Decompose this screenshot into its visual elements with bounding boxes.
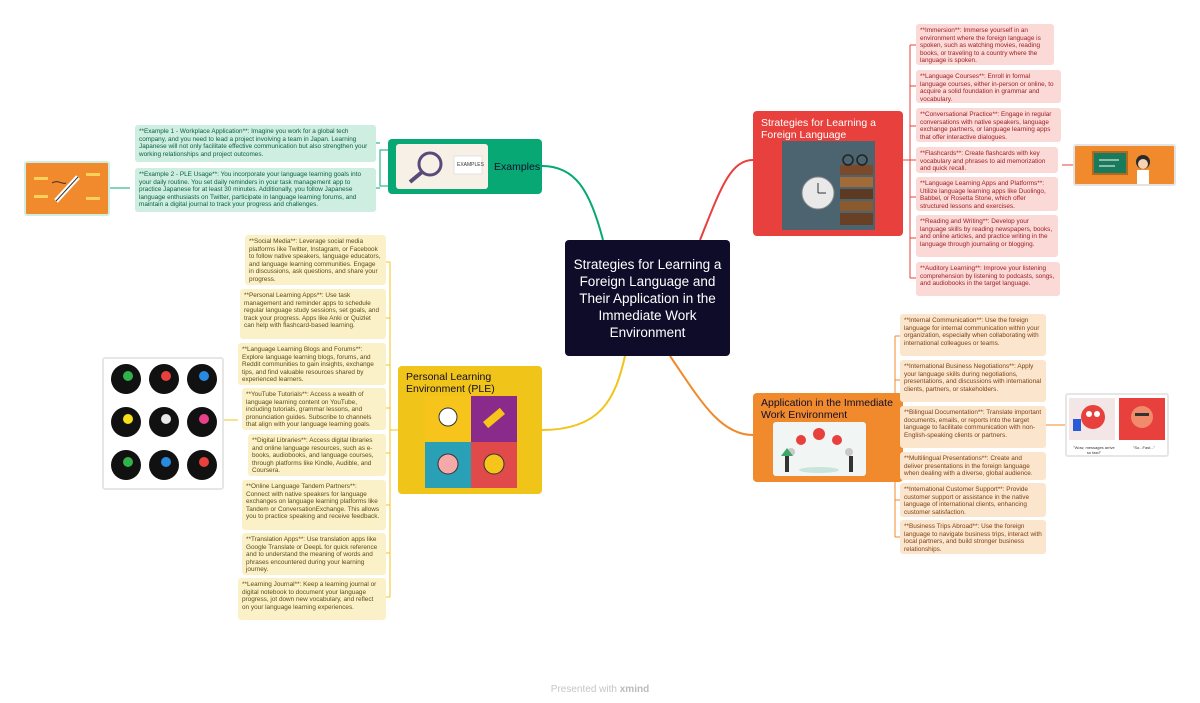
classroom-image	[1073, 144, 1176, 186]
cartoon-caption-left: "Wow, messages arrive so fast!"	[1073, 445, 1115, 455]
ple-leaf-1-text: **Social Media**: Leverage social media …	[249, 238, 381, 283]
application-leaf-6[interactable]: **Business Trips Abroad**: Use the forei…	[900, 520, 1046, 554]
strategies-leaf-4[interactable]: **Flashcards**: Create flashcards with k…	[916, 147, 1058, 173]
central-topic-title: Strategies for Learning a Foreign Langua…	[573, 256, 722, 340]
strategies-leaf-1[interactable]: **Immersion**: Immerse yourself in an en…	[916, 24, 1054, 65]
ple-leaf-1[interactable]: **Social Media**: Leverage social media …	[245, 235, 386, 285]
strategies-leaf-3[interactable]: **Conversational Practice**: Engage in r…	[916, 108, 1061, 142]
strategies-leaf-2[interactable]: **Language Courses**: Enroll in formal l…	[916, 70, 1061, 103]
ple-leaf-4-text: **YouTube Tutorials**: Access a wealth o…	[246, 391, 372, 429]
ple-leaf-4[interactable]: **YouTube Tutorials**: Access a wealth o…	[242, 388, 386, 430]
application-title: Application in the Immediate Work Enviro…	[761, 397, 893, 421]
footer: Presented with xmind	[0, 684, 1200, 695]
business-network-icon	[781, 428, 853, 473]
application-leaf-1[interactable]: **Internal Communication**: Use the fore…	[900, 314, 1046, 356]
central-topic[interactable]: Strategies for Learning a Foreign Langua…	[565, 240, 730, 356]
application-leaf-4[interactable]: **Multilingual Presentations**: Create a…	[900, 452, 1046, 480]
ple-leaf-2-text: **Personal Learning Apps**: Use task man…	[244, 292, 379, 330]
application-leaf-1-text: **Internal Communication**: Use the fore…	[904, 317, 1040, 347]
strategies-topic[interactable]: Strategies for Learning a Foreign Langua…	[753, 111, 903, 236]
ple-leaf-5[interactable]: **Digital Libraries**: Access digital li…	[248, 434, 386, 476]
ple-leaf-7[interactable]: **Translation Apps**: Use translation ap…	[242, 533, 386, 575]
magnifier-image: EXAMPLES	[396, 144, 488, 189]
brain-heads-icon	[111, 364, 217, 480]
ple-leaf-3-text: **Language Learning Blogs and Forums**: …	[242, 346, 374, 384]
xmind-logo[interactable]: xmind	[619, 684, 650, 695]
ple-leaf-5-text: **Digital Libraries**: Access digital li…	[252, 437, 374, 475]
connector-strategies	[699, 159, 754, 241]
connector-ple	[541, 355, 626, 431]
strategies-leaf-2-text: **Language Courses**: Enroll in formal l…	[920, 73, 1054, 103]
cartoon-characters-icon	[1069, 398, 1165, 440]
strategies-leaf-7-text: **Auditory Learning**: Improve your list…	[920, 265, 1055, 288]
strategies-leaf-6-text: **Reading and Writing**: Develop your la…	[920, 218, 1053, 248]
examples-leaf-2[interactable]: **Example 2 - PLE Usage**: You incorpora…	[135, 168, 376, 212]
books-clock-image	[782, 141, 875, 230]
examples-title: Examples	[494, 161, 541, 173]
strategies-title: Strategies for Learning a Foreign Langua…	[761, 117, 876, 141]
ple-leaf-8[interactable]: **Learning Journal**: Keep a learning jo…	[238, 578, 386, 620]
strategies-leaf-1-text: **Immersion**: Immerse yourself in an en…	[920, 27, 1041, 65]
application-topic[interactable]: Application in the Immediate Work Enviro…	[753, 393, 903, 482]
strategies-leaf-4-text: **Flashcards**: Create flashcards with k…	[920, 150, 1046, 173]
strategies-leaf-3-text: **Conversational Practice**: Engage in r…	[920, 111, 1052, 141]
connector-application	[669, 355, 754, 436]
application-leaf-6-text: **Business Trips Abroad**: Use the forei…	[904, 523, 1042, 553]
ple-leaf-7-text: **Translation Apps**: Use translation ap…	[246, 536, 378, 574]
ple-leaf-3[interactable]: **Language Learning Blogs and Forums**: …	[238, 343, 386, 385]
application-leaf-4-text: **Multilingual Presentations**: Create a…	[904, 455, 1033, 478]
examples-leaf-1[interactable]: **Example 1 - Workplace Application**: I…	[135, 125, 376, 162]
application-leaf-5-text: **International Customer Support**: Prov…	[904, 486, 1030, 516]
examples-topic[interactable]: EXAMPLES Examples	[388, 139, 542, 194]
cartoon-image: "Wow, messages arrive so fast!" "So...Fa…	[1065, 393, 1169, 457]
examples-leaf-1-text: **Example 1 - Workplace Application**: I…	[139, 128, 368, 158]
pencil-icon	[34, 173, 100, 203]
ple-leaf-6[interactable]: **Online Language Tandem Partners**: Con…	[242, 480, 386, 530]
ple-title: Personal Learning Environment (PLE)	[406, 371, 495, 395]
connector-examples	[541, 165, 604, 241]
ideas-grid-icon	[425, 396, 517, 488]
strategies-leaf-5-text: **Language Learning Apps and Platforms**…	[920, 180, 1046, 210]
teacher-blackboard-icon	[1092, 151, 1150, 184]
application-leaf-3[interactable]: **Bilingual Documentation**: Translate i…	[900, 406, 1046, 448]
heads-image	[102, 357, 224, 490]
cartoon-caption-right: "So...Fast..."	[1132, 445, 1156, 450]
ple-leaf-8-text: **Learning Journal**: Keep a learning jo…	[242, 581, 377, 611]
strategies-leaf-7[interactable]: **Auditory Learning**: Improve your list…	[916, 262, 1060, 296]
application-leaf-3-text: **Bilingual Documentation**: Translate i…	[904, 409, 1042, 439]
ple-leaf-6-text: **Online Language Tandem Partners**: Con…	[246, 483, 380, 521]
magnifying-glass-icon	[408, 151, 483, 184]
pencil-image	[24, 161, 110, 216]
strategies-leaf-5[interactable]: **Language Learning Apps and Platforms**…	[916, 177, 1058, 211]
examples-leaf-2-text: **Example 2 - PLE Usage**: You incorpora…	[139, 171, 362, 209]
footer-prefix: Presented with	[550, 684, 617, 695]
application-leaf-2-text: **International Business Negotiations**:…	[904, 363, 1042, 393]
business-network-image	[773, 422, 866, 476]
ple-topic[interactable]: Personal Learning Environment (PLE)	[398, 366, 542, 494]
ideas-image	[425, 396, 517, 488]
examples-card-label: EXAMPLES	[457, 162, 484, 168]
ple-leaf-2[interactable]: **Personal Learning Apps**: Use task man…	[240, 289, 386, 339]
application-leaf-5[interactable]: **International Customer Support**: Prov…	[900, 483, 1046, 517]
application-leaf-2[interactable]: **International Business Negotiations**:…	[900, 360, 1046, 402]
strategies-leaf-6[interactable]: **Reading and Writing**: Develop your la…	[916, 215, 1058, 257]
clock-books-icon	[782, 141, 875, 230]
